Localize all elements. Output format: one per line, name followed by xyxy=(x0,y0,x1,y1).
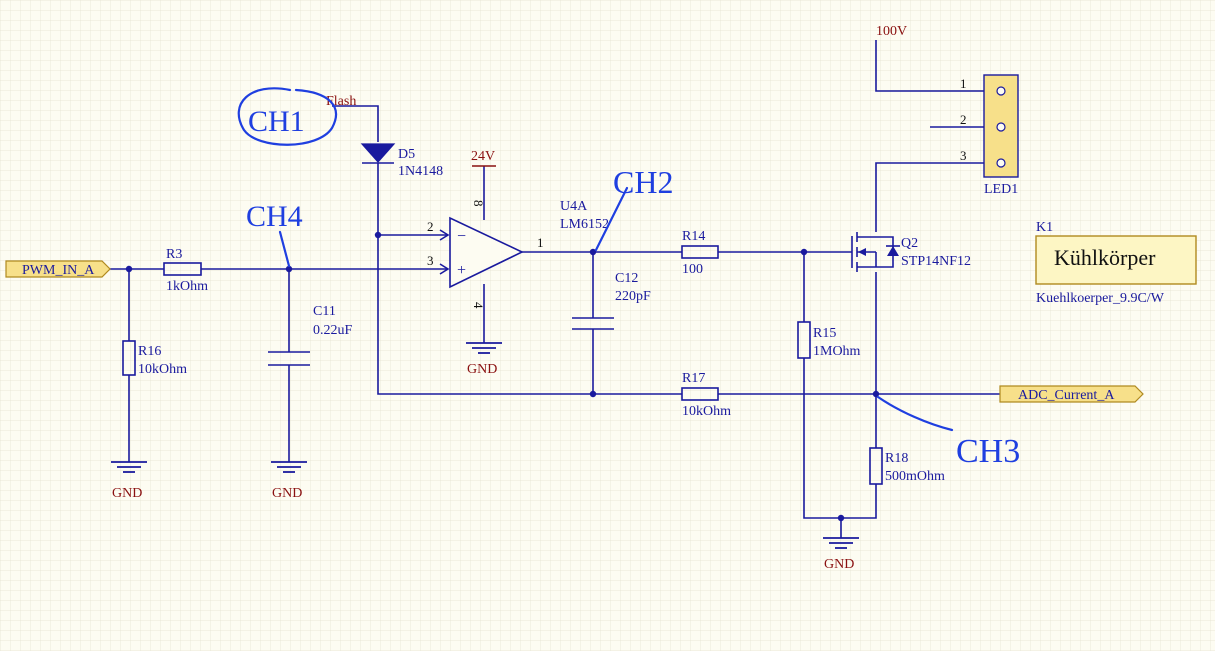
probe-ch3-label: CH3 xyxy=(956,433,1020,470)
port-pwm-in[interactable]: PWM_IN_A xyxy=(5,260,111,278)
r14-designator: R14 xyxy=(682,229,705,244)
junction-dot xyxy=(872,390,880,398)
k1-value: Kuehlkoerper_9.9C/W xyxy=(1036,291,1165,306)
gnd-opamp-label: GND xyxy=(467,362,497,377)
capacitor-c11[interactable]: C11 0.22uF xyxy=(268,304,353,366)
probe-ch4-label: CH4 xyxy=(246,200,303,233)
c12-value: 220pF xyxy=(615,289,651,304)
opamp-minus-sign: − xyxy=(457,228,466,245)
junction-dot xyxy=(125,265,133,273)
opamp-pin-vcc: 8 xyxy=(471,200,486,207)
connector-led1[interactable]: 1 2 3 LED1 xyxy=(960,74,1019,197)
opamp-u4a[interactable]: − + 2 3 1 8 4 U4A LM6152 xyxy=(427,199,609,309)
c11-designator: C11 xyxy=(313,304,336,319)
resistor-r17[interactable]: R17 10kOhm xyxy=(681,371,731,419)
r17-value: 10kOhm xyxy=(682,404,731,419)
led1-pin-hole xyxy=(996,86,1006,96)
r17-designator: R17 xyxy=(682,371,705,386)
junction-dot xyxy=(285,265,293,273)
port-adc-current[interactable]: ADC_Current_A xyxy=(999,385,1144,403)
power-100v-label: 100V xyxy=(876,24,907,39)
capacitor-c12[interactable]: C12 220pF xyxy=(572,271,651,330)
junctions xyxy=(125,231,880,522)
probe-ch2-pointer xyxy=(594,186,629,252)
r16-designator: R16 xyxy=(138,344,161,359)
junction-dot xyxy=(589,390,597,398)
wire-drain xyxy=(875,162,984,232)
wire-d5-to-feedback xyxy=(377,163,682,395)
r18-designator: R18 xyxy=(885,451,908,466)
u4a-designator: U4A xyxy=(560,199,588,214)
diode-d5[interactable]: D5 1N4148 xyxy=(360,143,443,179)
probe-ch1: CH1 xyxy=(237,87,338,146)
r15-value: 1MOhm xyxy=(813,344,861,359)
c11-value: 0.22uF xyxy=(313,323,353,338)
r3-value: 1kOhm xyxy=(166,279,208,294)
probe-ch2-label: CH2 xyxy=(613,164,673,200)
q2-value: STP14NF12 xyxy=(901,254,971,269)
probe-ch3-pointer xyxy=(876,395,954,432)
r15-designator: R15 xyxy=(813,326,836,341)
probe-ch3: CH3 xyxy=(876,395,1020,470)
mosfet-q2[interactable]: Q2 STP14NF12 xyxy=(851,232,971,272)
probe-ch1-label: CH1 xyxy=(248,105,305,138)
r14-value: 100 xyxy=(682,262,703,277)
resistor-r16[interactable]: R16 10kOhm xyxy=(122,340,187,377)
heatsink-k1[interactable]: K1 Kühlkörper Kuehlkoerper_9.9C/W xyxy=(1035,220,1197,306)
resistor-r18[interactable]: R18 500mOhm xyxy=(869,447,945,485)
r3-designator: R3 xyxy=(166,247,182,262)
c12-designator: C12 xyxy=(615,271,638,286)
wire-flash xyxy=(332,105,379,142)
led1-designator: LED1 xyxy=(984,182,1018,197)
junction-dot xyxy=(589,248,597,256)
opamp-pin-gnd: 4 xyxy=(471,302,486,309)
gnd-r16: GND xyxy=(111,461,147,501)
k1-label: Kühlkörper xyxy=(1054,245,1156,270)
probe-ch4-pointer xyxy=(278,230,291,268)
gnd-opamp: GND xyxy=(466,342,502,377)
opamp-plus-sign: + xyxy=(457,262,466,279)
u4a-value: LM6152 xyxy=(560,217,609,232)
probe-ch1-circle xyxy=(237,87,338,146)
resistor-r14[interactable]: R14 100 xyxy=(681,229,719,277)
r16-value: 10kOhm xyxy=(138,362,187,377)
led1-pin-1: 1 xyxy=(960,76,967,91)
probe-ch4: CH4 xyxy=(246,200,303,268)
junction-dot xyxy=(837,514,845,522)
junction-dot xyxy=(374,231,382,239)
gnd-c11: GND xyxy=(271,461,307,501)
gnd-r16-label: GND xyxy=(112,486,142,501)
wire-100v xyxy=(875,40,984,92)
gnd-shunt: GND xyxy=(823,537,859,572)
r18-value: 500mOhm xyxy=(885,469,945,484)
port-pwm-in-label: PWM_IN_A xyxy=(22,263,95,278)
led1-pin-2: 2 xyxy=(960,112,967,127)
opamp-pin-minus: 2 xyxy=(427,219,434,234)
d5-designator: D5 xyxy=(398,147,415,162)
power-24v: 24V xyxy=(471,149,496,167)
opamp-pin-plus: 3 xyxy=(427,253,434,268)
junction-dot xyxy=(800,248,808,256)
led1-pin-hole xyxy=(996,158,1006,168)
power-100v: 100V xyxy=(876,24,907,39)
power-24v-label: 24V xyxy=(471,149,495,164)
resistor-r15[interactable]: R15 1MOhm xyxy=(797,321,861,359)
resistor-r3[interactable]: R3 1kOhm xyxy=(163,247,208,294)
gnd-shunt-label: GND xyxy=(824,557,854,572)
k1-designator: K1 xyxy=(1036,220,1053,235)
opamp-pin-out: 1 xyxy=(537,235,544,250)
led1-pin-hole xyxy=(996,122,1006,132)
d5-value: 1N4148 xyxy=(398,164,443,179)
port-adc-current-label: ADC_Current_A xyxy=(1018,388,1115,403)
q2-designator: Q2 xyxy=(901,236,918,251)
led1-pin-3: 3 xyxy=(960,148,967,163)
gnd-c11-label: GND xyxy=(272,486,302,501)
probe-ch2: CH2 xyxy=(594,164,673,252)
